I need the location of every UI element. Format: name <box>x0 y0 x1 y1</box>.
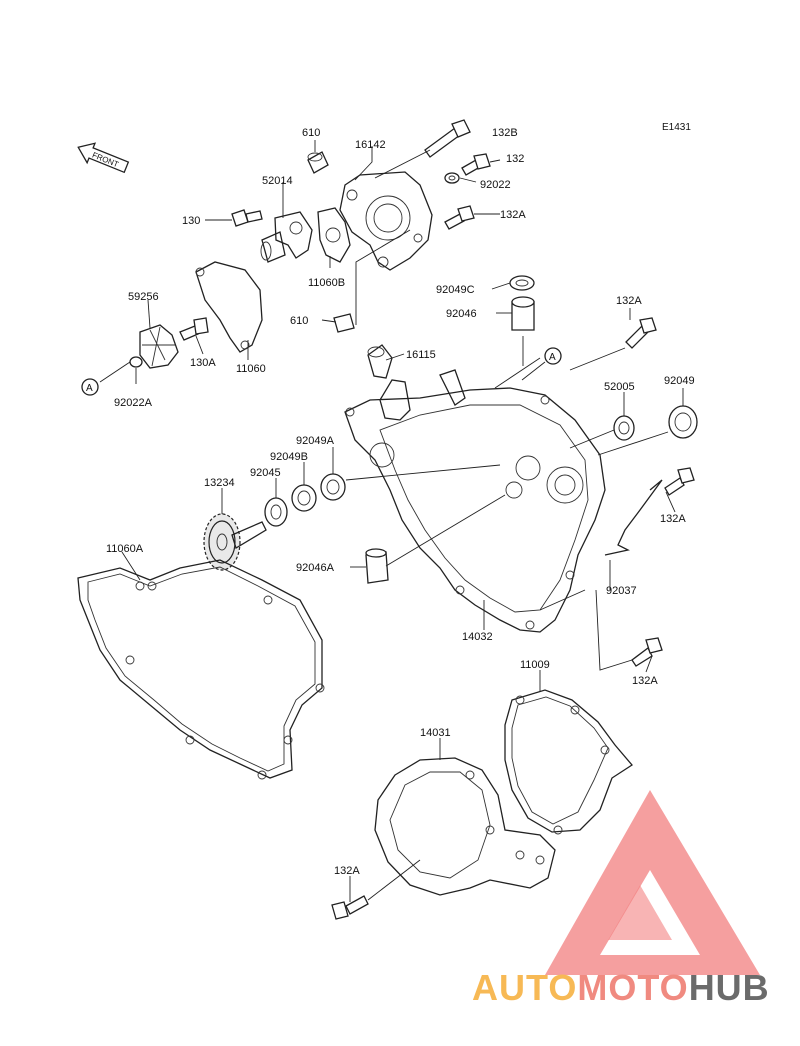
seal-92049a <box>320 473 346 501</box>
part-label: 92046 <box>446 308 477 320</box>
watermark-part1: AUTO <box>472 967 577 1008</box>
part-label: 92046A <box>296 562 335 574</box>
part-label: 59256 <box>128 291 159 303</box>
collar-92046 <box>511 296 535 331</box>
part-label: 132B <box>492 127 518 139</box>
part-label: 92049 <box>664 375 695 387</box>
gear-13234 <box>203 513 267 571</box>
part-label: 14032 <box>462 631 493 643</box>
water-pump-cover <box>339 171 433 271</box>
watermark-part3: HUB <box>689 967 770 1008</box>
part-label: 92049B <box>270 451 308 463</box>
part-label: 132A <box>616 295 642 307</box>
part-label: 92045 <box>250 467 281 479</box>
bolt-132a-right-mid <box>664 467 695 496</box>
diagram-code: E1431 <box>662 122 691 133</box>
leader-lines <box>99 140 684 902</box>
watermark-logo <box>545 790 760 975</box>
bolt-132a-bottom <box>331 895 369 920</box>
part-label: 92037 <box>606 585 637 597</box>
part-label: 11009 <box>520 659 550 671</box>
dowel-610-bottom <box>333 313 355 333</box>
part-labels: 610 16142 132B 132 92022 132A 52014 130 … <box>106 127 695 877</box>
part-label: 132A <box>632 675 658 687</box>
part-label: 16142 <box>355 139 386 151</box>
bolt-132b <box>424 119 471 158</box>
gasket-11060a <box>77 559 323 779</box>
watermark-text: AUTOMOTOHUB <box>472 967 770 1008</box>
seal-92049 <box>668 405 698 439</box>
impeller-59256 <box>139 324 179 369</box>
part-label: 92022 <box>480 179 511 191</box>
gasket-11060b <box>317 207 351 263</box>
part-label: 132 <box>506 153 524 165</box>
part-label: 11060 <box>236 363 266 375</box>
part-label: 92049C <box>436 284 475 296</box>
part-label: 11060A <box>106 543 144 555</box>
collar-92046a <box>365 548 389 584</box>
bolt-132a-right-upper <box>625 317 657 349</box>
part-label: 92022A <box>114 397 153 409</box>
seal-92049c <box>509 275 535 291</box>
svg-text:A: A <box>86 383 93 394</box>
bolt-132a-right-lower <box>631 637 663 667</box>
gasket-11060 <box>195 261 263 353</box>
cover-14031 <box>374 757 556 896</box>
part-label: 130 <box>182 215 200 227</box>
dowel-610-top <box>307 151 329 174</box>
part-label: 92049A <box>296 435 335 447</box>
part-label: 52014 <box>262 175 293 187</box>
ref-marker-a-left: A <box>81 378 99 396</box>
watermark-triangle <box>545 790 760 975</box>
seal-52005 <box>613 415 635 441</box>
svg-text:A: A <box>549 352 556 363</box>
cover-14032 <box>344 369 606 633</box>
part-label: 11060B <box>308 277 345 289</box>
seal-92049b <box>291 484 317 512</box>
clip-92037 <box>604 479 663 556</box>
front-arrow: FRONT <box>77 142 130 174</box>
gasket-11009 <box>504 689 633 833</box>
part-label: 132A <box>660 513 686 525</box>
bolt-130 <box>231 209 263 227</box>
part-label: 130A <box>190 357 216 369</box>
bolt-132 <box>461 153 491 176</box>
washer-92022 <box>444 172 460 184</box>
pipe-52014 <box>260 211 313 263</box>
part-label: 132A <box>500 209 526 221</box>
part-label: 610 <box>302 127 320 139</box>
hose-fitting-16115 <box>367 344 393 379</box>
bolt-130a <box>179 317 209 341</box>
part-label: 13234 <box>204 477 235 489</box>
bolt-132a-top <box>444 205 475 230</box>
part-label: 52005 <box>604 381 635 393</box>
part-label: 14031 <box>420 727 451 739</box>
part-label: 610 <box>290 315 308 327</box>
watermark-part2: MOTO <box>577 967 688 1008</box>
washer-92022a <box>129 356 143 368</box>
bearing-92045 <box>264 497 288 527</box>
ref-marker-a-right: A <box>544 347 562 365</box>
part-label: 132A <box>334 865 360 877</box>
part-label: 16115 <box>406 349 436 361</box>
